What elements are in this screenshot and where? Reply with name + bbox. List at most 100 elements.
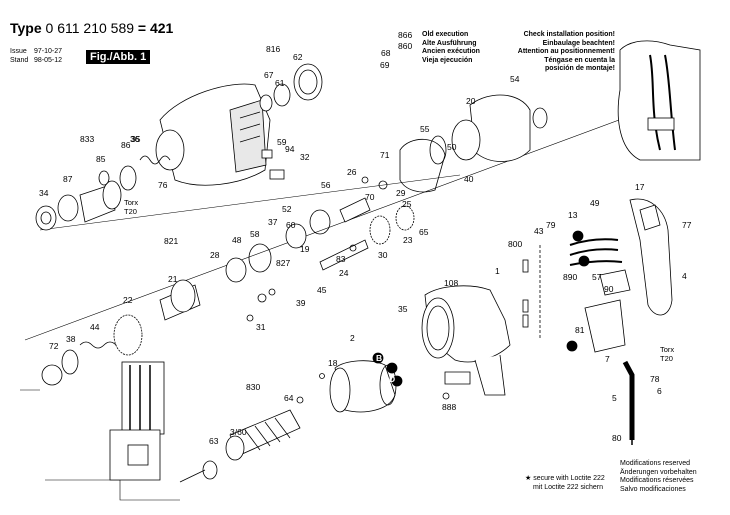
part-number-label: 40 bbox=[464, 174, 474, 184]
part-number-label: 6 bbox=[657, 386, 662, 396]
part-number-label: 21 bbox=[168, 274, 178, 284]
part-number-label: 76 bbox=[158, 180, 168, 190]
part-number-label: 83 bbox=[336, 254, 346, 264]
part-number-label: 52 bbox=[282, 204, 292, 214]
part-number-label: 7 bbox=[605, 354, 610, 364]
part-number-label: 3/60 bbox=[230, 427, 247, 437]
part-number-label: 26 bbox=[347, 167, 357, 177]
part-number-label: 67 bbox=[264, 70, 274, 80]
part-number-label: 25 bbox=[402, 199, 412, 209]
part-number-label: 23 bbox=[403, 235, 413, 245]
part-number-label: 5 bbox=[612, 393, 617, 403]
part-number-label: 79 bbox=[546, 220, 556, 230]
note-line: Einbaulage beachten! bbox=[542, 39, 615, 47]
part-number-label: 866 bbox=[398, 30, 412, 40]
torx-label: Torx bbox=[124, 198, 138, 207]
small-parts bbox=[246, 149, 450, 404]
wiring-inset bbox=[617, 40, 701, 161]
gear-housing bbox=[155, 83, 271, 186]
handle bbox=[629, 198, 673, 316]
issue-label: Issue bbox=[10, 48, 27, 55]
modifications-note: Modifications reserved Änderungen vorbeh… bbox=[620, 460, 697, 494]
part-number-label: 37 bbox=[268, 217, 278, 227]
part-number-label: 34 bbox=[39, 188, 49, 198]
stator bbox=[329, 360, 397, 413]
figure-label: Fig./Abb. 1 bbox=[86, 50, 151, 64]
part-number-label: 18 bbox=[328, 358, 338, 368]
installation-position-note: Check installation position! Einbaulage … bbox=[505, 31, 615, 74]
part-number-label: 24 bbox=[339, 268, 349, 278]
note-line: Ancien exécution bbox=[422, 48, 480, 55]
part-number-label: 68 bbox=[381, 48, 391, 58]
stand-label: Stand bbox=[10, 57, 29, 64]
part-number-label: 4 bbox=[682, 271, 687, 281]
note-line: Attention au positionnement! bbox=[517, 48, 615, 55]
chuck-group-833 bbox=[35, 155, 171, 231]
part-number-label: 890 bbox=[563, 272, 577, 282]
part-number-label: 19 bbox=[300, 244, 310, 254]
note-line: Vieja ejecución bbox=[422, 56, 473, 64]
part-number-label: 1 bbox=[495, 266, 500, 276]
issue-date: 97-10-27 bbox=[34, 48, 63, 55]
part-number-label: 17 bbox=[635, 182, 645, 192]
part-number-label: 2 bbox=[350, 333, 355, 343]
loctite-footnote: ★ secure with Loctite 222 mit Loctite 22… bbox=[525, 475, 605, 492]
part-number-label: 55 bbox=[420, 124, 430, 134]
note-line: Check installation position! bbox=[523, 31, 615, 38]
connection-markers bbox=[372, 230, 590, 387]
wiring-inset-left bbox=[109, 361, 165, 481]
part-number-label: 69 bbox=[380, 60, 390, 70]
part-number-label: 30 bbox=[378, 250, 388, 260]
part-number-label: 60 bbox=[286, 220, 296, 230]
part-number-label: 43 bbox=[534, 226, 544, 236]
part-number-label: 56 bbox=[321, 180, 331, 190]
part-number-label: 45 bbox=[317, 285, 327, 295]
issue-stand-block: Issue 97-10-27 Stand 98-05-12 bbox=[10, 47, 62, 65]
part-number-label: 833 bbox=[80, 134, 94, 144]
part-number-label: B bbox=[376, 353, 382, 363]
bearing-group-816 bbox=[259, 63, 323, 112]
footnote-line: ★ secure with Loctite 222 bbox=[525, 475, 605, 482]
footnote-line: mit Loctite 222 sichern bbox=[533, 483, 604, 491]
part-number-label: 20 bbox=[466, 96, 476, 106]
part-number-label: 28 bbox=[210, 250, 220, 260]
note-line: Salvo modificaciones bbox=[620, 485, 686, 493]
part-number-label: 36 bbox=[130, 134, 140, 144]
torx-label: T20 bbox=[660, 354, 673, 363]
part-number-label: 35 bbox=[131, 134, 141, 144]
power-cord bbox=[622, 360, 635, 445]
part-number-label: D bbox=[389, 374, 395, 384]
part-number-label: 86 bbox=[121, 140, 131, 150]
part-number-label: 85 bbox=[96, 154, 106, 164]
motor-housing bbox=[421, 285, 511, 396]
part-number-label: 54 bbox=[510, 74, 520, 84]
part-number-label: 44 bbox=[90, 322, 100, 332]
part-number-label: 22 bbox=[123, 295, 133, 305]
part-number-label: 87 bbox=[63, 174, 73, 184]
type-suffix: = 421 bbox=[137, 20, 174, 36]
part-number-label: 81 bbox=[575, 325, 585, 335]
part-number-label: 49 bbox=[590, 198, 600, 208]
part-number-label: 50 bbox=[447, 142, 457, 152]
stand-date: 98-05-12 bbox=[34, 57, 63, 64]
torx-label: T20 bbox=[124, 207, 137, 216]
gearbox-flange bbox=[399, 94, 548, 193]
note-line: Modifications réservées bbox=[620, 477, 694, 484]
part-number-label: 29 bbox=[396, 188, 406, 198]
part-number-label: 70 bbox=[365, 192, 375, 202]
part-number-label: 888 bbox=[442, 402, 456, 412]
torx-label: Torx bbox=[660, 345, 674, 354]
part-number-label: 13 bbox=[568, 210, 578, 220]
part-number-label: 78 bbox=[650, 374, 660, 384]
part-number-label: 830 bbox=[246, 382, 260, 392]
part-number-label: 71 bbox=[380, 150, 390, 160]
part-number-label: 816 bbox=[266, 44, 280, 54]
note-line: posición de montaje! bbox=[544, 65, 615, 72]
part-number-label: A bbox=[681, 381, 687, 391]
part-number-label: 821 bbox=[164, 236, 178, 246]
part-number-label: 72 bbox=[49, 341, 59, 351]
part-number-label: 94 bbox=[285, 144, 295, 154]
